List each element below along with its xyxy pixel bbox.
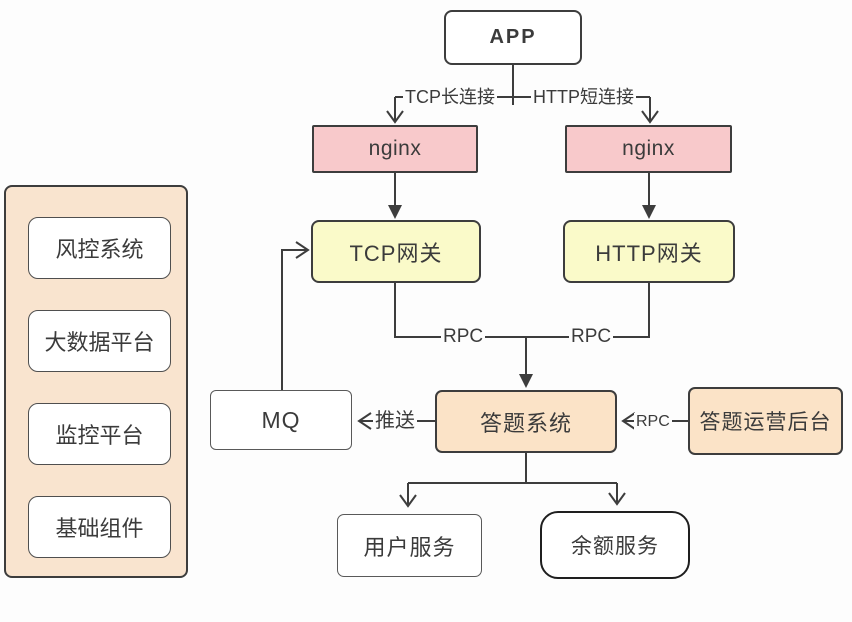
edge-label-rpc-http: RPC [569,326,614,348]
arrow-into-mq-icon [357,412,372,430]
platform-components-panel: 风控系统 大数据平台 监控平台 基础组件 [4,185,188,578]
arrow-tcp-gateway-icon [388,205,402,219]
edge-label-tcp-long-connection: TCP长连接 [403,87,497,108]
arrow-into-answer-system-icon [519,374,533,388]
arrow-into-nginx-tcp-icon [386,110,404,124]
arrow-into-user-service-icon [399,494,417,508]
edge-label-rpc-tcp: RPC [441,326,486,348]
edge-label-push: 推送 [373,410,417,433]
sidebar-item-risk-control: 风控系统 [28,217,171,279]
edge-mq-tcp-gateway [281,249,306,390]
sidebar-item-base-components: 基础组件 [28,496,171,558]
node-http-gateway: HTTP网关 [563,220,735,283]
node-nginx-tcp: nginx [312,125,478,173]
edge-http-gateway-rpc [526,283,650,338]
arrow-http-gateway-icon [642,205,656,219]
arrow-into-tcp-gateway-icon [295,241,310,259]
sidebar-item-monitoring: 监控平台 [28,403,171,465]
node-answer-system: 答题系统 [435,390,617,453]
node-mq: MQ [210,390,352,450]
node-app: APP [444,10,582,65]
arrow-ops-into-answer-icon [621,412,636,430]
edge-label-rpc-ops: RPC [634,413,672,432]
node-nginx-http: nginx [565,125,732,173]
edge-answer-split [407,453,618,504]
sidebar-item-big-data: 大数据平台 [28,310,171,372]
node-balance-service: 余额服务 [540,511,690,579]
edge-label-http-short-connection: HTTP短连接 [531,87,636,108]
node-answer-ops-backend: 答题运营后台 [688,387,843,455]
node-tcp-gateway: TCP网关 [311,220,481,283]
node-user-service: 用户服务 [337,514,482,577]
arrow-into-balance-service-icon [608,492,626,506]
arrow-into-nginx-http-icon [641,110,659,124]
